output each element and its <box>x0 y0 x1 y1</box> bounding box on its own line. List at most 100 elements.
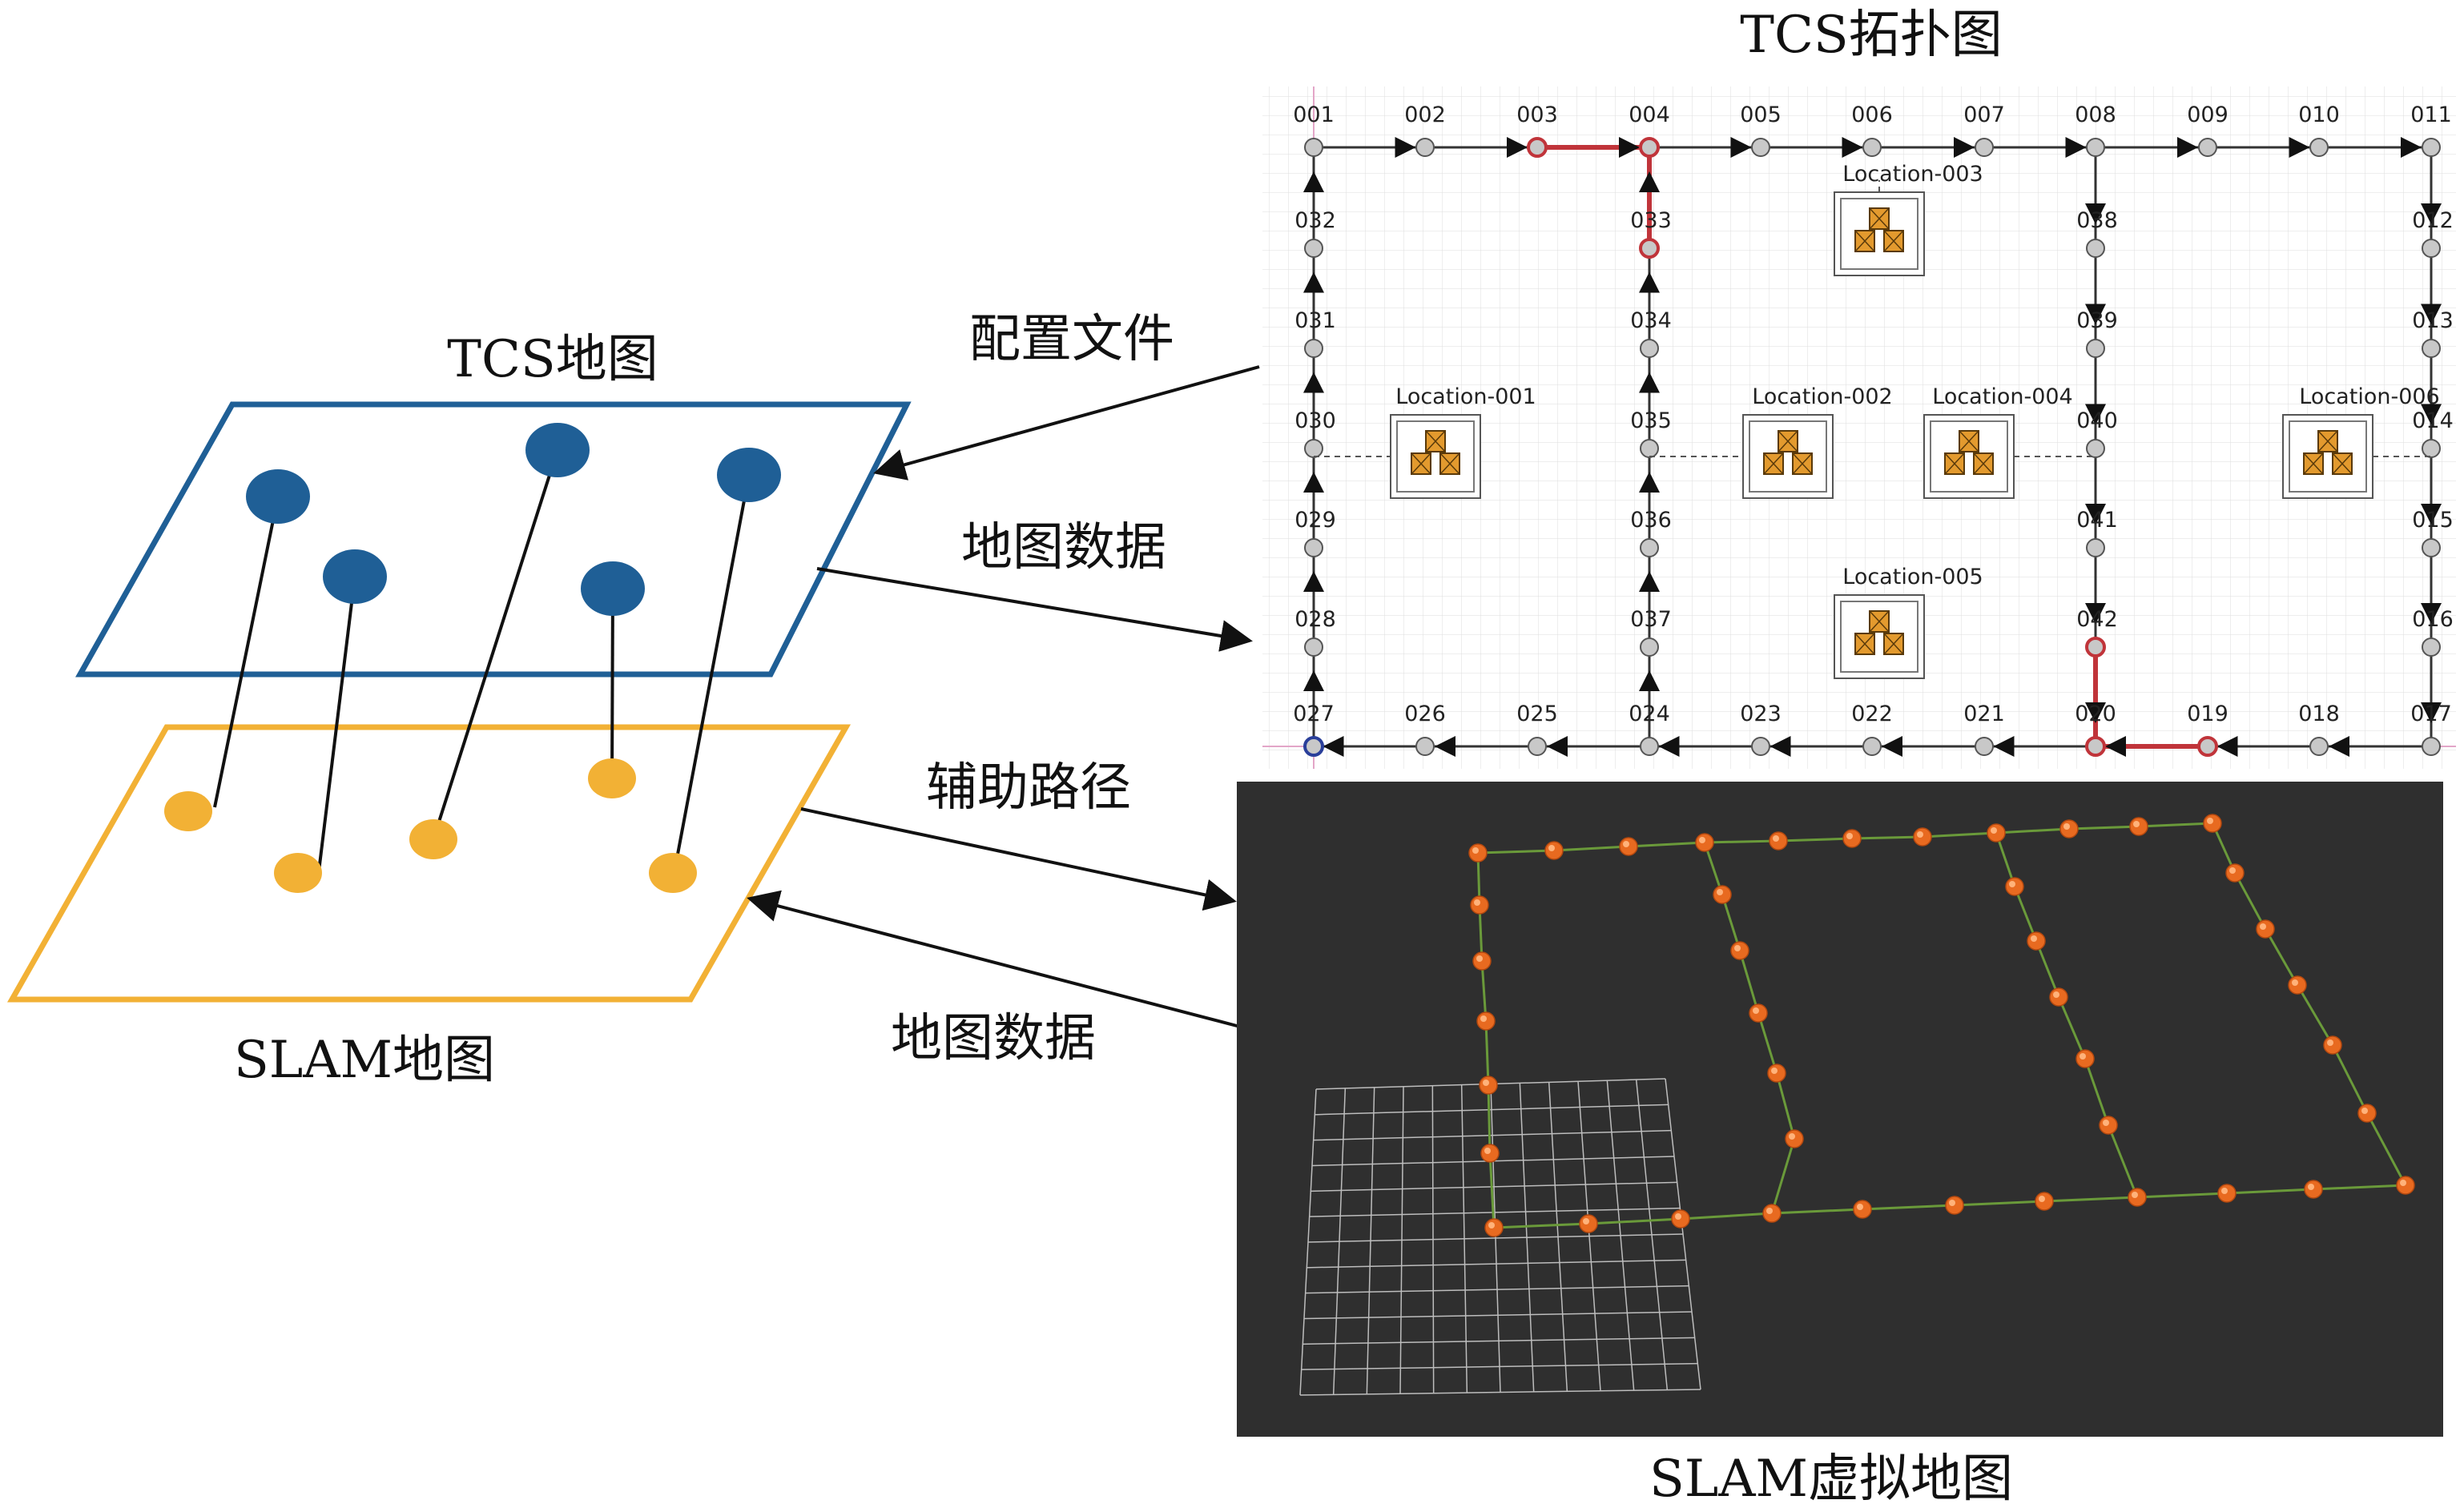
direction-arrow <box>1770 736 1791 757</box>
crate-mark <box>1425 430 1446 452</box>
slam-node-highlight <box>2292 979 2298 986</box>
node-label: 024 <box>1629 702 1670 726</box>
direction-arrow <box>1395 137 1416 158</box>
direction-arrow <box>2421 203 2442 224</box>
node-label: 017 <box>2410 702 2452 726</box>
topology-node <box>1304 339 1323 358</box>
node-label: 036 <box>1630 508 1672 533</box>
direction-arrow <box>1303 571 1324 592</box>
node-label: 005 <box>1740 103 1782 127</box>
node-label: 037 <box>1630 607 1672 632</box>
topology-node <box>1415 737 1435 756</box>
slam-map-label: SLAM地图 <box>234 1031 495 1090</box>
topology-node <box>1415 138 1435 157</box>
topology-node <box>1751 138 1770 157</box>
slam-path-node <box>2323 1035 2342 1055</box>
slam-path-node <box>1468 843 1488 863</box>
slam-virtual-map-label: SLAM虚拟地图 <box>1649 1450 2013 1509</box>
crate-mark <box>1778 430 1798 452</box>
direction-arrow <box>2065 137 2087 158</box>
location-label: Location-003 <box>1842 162 1983 187</box>
direction-arrow <box>1323 736 1344 757</box>
topology-node <box>1975 737 1994 756</box>
crate-mark <box>1973 452 1994 475</box>
node-label: 022 <box>1851 702 1893 726</box>
crate-mark <box>1439 452 1460 475</box>
location-label: Location-004 <box>1932 384 2072 409</box>
slam-path-node <box>2357 1104 2377 1123</box>
slam-node-highlight <box>2133 821 2140 827</box>
location-label: Location-002 <box>1752 384 1892 409</box>
direction-arrow <box>1303 472 1324 493</box>
crate-mark <box>1944 452 1965 475</box>
slam-node-highlight <box>2327 1040 2333 1046</box>
slam-node-highlight <box>1675 1213 1681 1220</box>
topology-node <box>1528 737 1547 756</box>
slam-path-node <box>1769 831 1788 850</box>
direction-arrow <box>1639 571 1660 592</box>
node-label: 026 <box>1404 702 1446 726</box>
location-label: Location-001 <box>1395 384 1536 409</box>
crate-mark <box>1883 633 1904 655</box>
slam-node-highlight <box>2053 991 2059 998</box>
topology-node <box>1640 339 1659 358</box>
node-label: 031 <box>1294 308 1336 333</box>
direction-arrow <box>1639 271 1660 293</box>
slam-path-graph <box>1468 814 2415 1237</box>
topology-node <box>2422 239 2441 258</box>
slam-virtual-panel <box>1237 782 2443 1437</box>
topology-node <box>2086 138 2105 157</box>
slam-path-node <box>2099 1116 2118 1135</box>
slam-path-node <box>2217 1184 2237 1203</box>
map-data-bottom-label: 地图数据 <box>891 1009 1096 1068</box>
slam-node-highlight <box>1846 833 1853 839</box>
topology-node <box>2422 439 2441 458</box>
direction-arrow <box>2085 404 2106 425</box>
direction-arrow <box>1882 736 1902 757</box>
location-box <box>1742 414 1834 499</box>
crate-mark <box>2303 452 2324 475</box>
direction-arrow <box>2085 603 2106 624</box>
floor-grid-line <box>1635 1080 1669 1390</box>
slam-path-node <box>2256 919 2275 939</box>
node-label: 019 <box>2187 702 2228 726</box>
slam-path-node <box>1476 1011 1496 1031</box>
slam-path-node <box>1945 1196 1964 1215</box>
slam-path-node <box>1695 833 1714 852</box>
location-inner-box <box>1840 601 1918 673</box>
topology-node <box>2422 138 2441 157</box>
slam-path-node <box>2304 1180 2323 1199</box>
floor-grid-line <box>1665 1078 1701 1390</box>
crate-mark <box>1792 452 1813 475</box>
slam-path-node <box>1913 827 1932 846</box>
slam-path-node <box>2035 1192 2054 1211</box>
node-label: 025 <box>1516 702 1558 726</box>
slam-node-highlight <box>1488 1222 1495 1228</box>
direction-arrow <box>1639 372 1660 393</box>
topology-node <box>1304 538 1323 557</box>
slam-node-highlight <box>1917 831 1923 838</box>
slam-node <box>649 853 697 893</box>
slam-node-highlight <box>2039 1196 2045 1202</box>
node-label: 016 <box>2412 607 2454 632</box>
topology-node <box>1640 538 1659 557</box>
slam-path-node <box>2005 877 2024 896</box>
slam-path-node <box>1842 829 1862 848</box>
tcs-topology-title: TCS拓扑图 <box>1740 6 2003 65</box>
location-inner-box <box>2289 420 2367 493</box>
slam-path-node <box>1619 837 1638 856</box>
crate-mark <box>1959 430 1979 452</box>
slam-map-plane: SLAM地图 <box>6 724 852 1090</box>
slam-node-highlight <box>2080 1053 2086 1060</box>
slam-node-highlight <box>1484 1148 1491 1154</box>
slam-path-node <box>1479 1076 1498 1095</box>
direction-arrow <box>1303 171 1324 192</box>
slam-node-highlight <box>1766 1208 1773 1214</box>
slam-path-node <box>2059 819 2079 838</box>
node-label: 010 <box>2298 103 2340 127</box>
floor-grid-line <box>1606 1080 1635 1391</box>
node-label: 039 <box>2076 308 2118 333</box>
slam-node-highlight <box>2229 867 2236 874</box>
arrow-map-data-top <box>816 567 1253 652</box>
